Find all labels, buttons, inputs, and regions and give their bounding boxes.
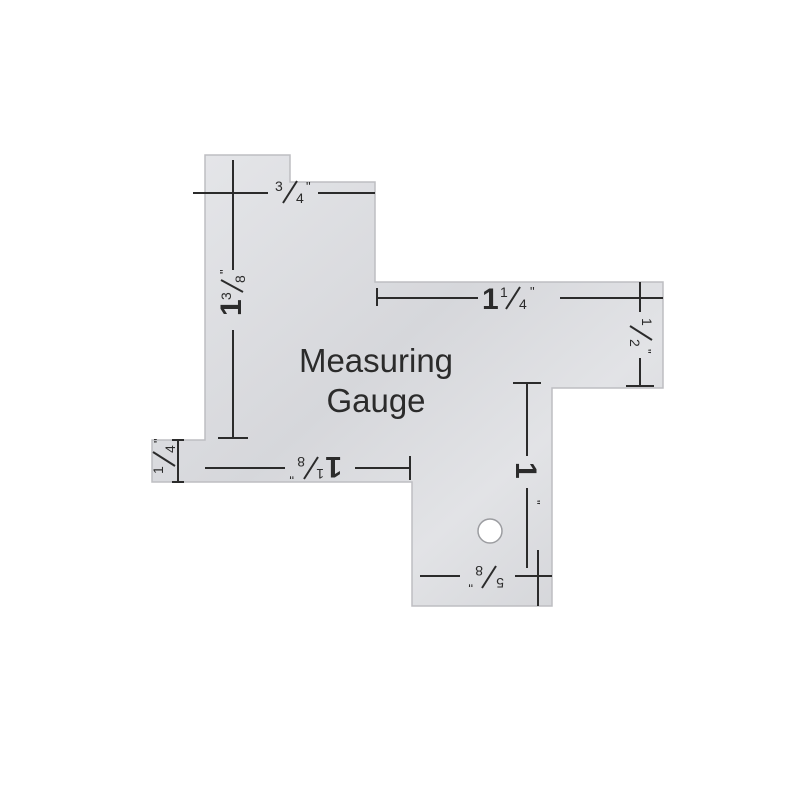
svg-text:": "	[289, 467, 294, 482]
svg-text:3: 3	[218, 292, 234, 300]
svg-text:": "	[639, 349, 654, 354]
svg-text:8: 8	[232, 275, 248, 283]
svg-text:": "	[151, 438, 166, 443]
gauge-hole	[477, 518, 503, 544]
svg-text:": "	[217, 269, 232, 274]
svg-text:": "	[468, 575, 473, 590]
svg-text:8: 8	[475, 563, 483, 579]
label-one-inch: 1 "	[509, 462, 543, 505]
label-one-three-eighths: 1 3 8 "	[215, 269, 248, 316]
label-three-quarter: 3 4 "	[275, 178, 311, 206]
svg-text:": "	[528, 500, 543, 505]
svg-text:1: 1	[325, 450, 342, 483]
svg-text:1: 1	[316, 466, 324, 482]
svg-text:8: 8	[297, 454, 305, 470]
title-gauge: Gauge	[326, 382, 425, 419]
svg-text:1: 1	[482, 283, 499, 316]
gauge-plate	[151, 154, 664, 607]
svg-text:1: 1	[150, 466, 166, 474]
svg-text:": "	[530, 284, 535, 299]
svg-text:1: 1	[215, 299, 248, 316]
title-measuring: Measuring	[299, 342, 453, 379]
svg-text:1: 1	[509, 462, 542, 479]
svg-text:3: 3	[275, 178, 283, 194]
label-one-quarter: 1 4 "	[150, 438, 178, 474]
svg-text:2: 2	[627, 339, 643, 347]
svg-text:": "	[306, 179, 311, 194]
label-five-eighths: 5 8 "	[468, 563, 504, 591]
label-one-half: 1 2 "	[627, 318, 655, 354]
svg-text:4: 4	[519, 296, 527, 312]
svg-text:1: 1	[639, 318, 655, 326]
svg-text:4: 4	[162, 445, 178, 453]
svg-text:1: 1	[500, 284, 508, 300]
measurement-lines	[172, 160, 663, 606]
label-one-one-quarter: 1 1 4 "	[482, 283, 535, 316]
svg-text:4: 4	[296, 190, 304, 206]
label-one-one-eighth: 1 1 8 "	[289, 450, 342, 483]
svg-text:5: 5	[496, 575, 504, 591]
